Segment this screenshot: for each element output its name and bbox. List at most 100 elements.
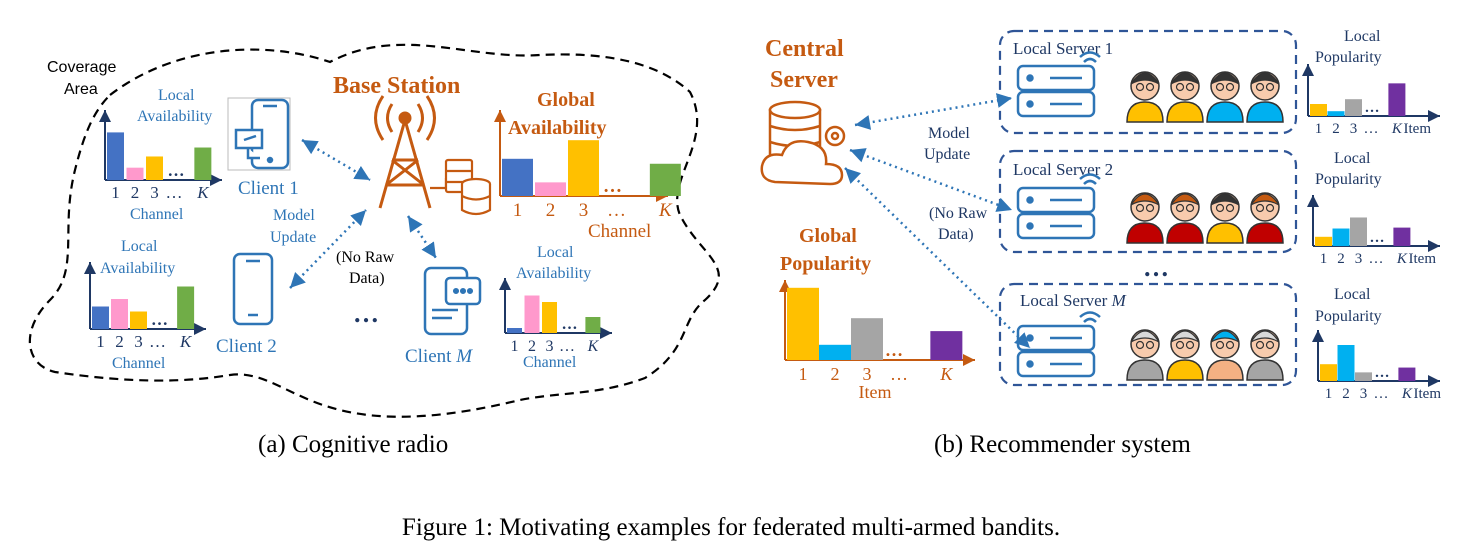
bar-ellipsis: … <box>151 310 168 329</box>
tick-label: K <box>196 183 210 202</box>
person-icon <box>1206 71 1244 123</box>
database-icon <box>430 158 492 216</box>
bar-2 <box>1332 228 1350 246</box>
tick-label: 3 <box>1350 121 1358 137</box>
chart8-title-1: Global <box>799 225 857 247</box>
client-2-label: Client 2 <box>216 336 277 357</box>
chart8-title-2: Popularity <box>780 253 871 275</box>
client-2-phone-icon <box>232 252 274 326</box>
chart5-title-1: Local <box>1344 28 1381 45</box>
server-2-icon <box>1016 173 1101 240</box>
person-icon <box>1246 329 1284 381</box>
no-raw-data-b-1: (No Raw <box>929 205 988 222</box>
person-icon <box>1126 71 1164 123</box>
bar-2 <box>126 167 144 180</box>
tick-label: … <box>149 332 166 351</box>
user-group-1 <box>1126 71 1284 123</box>
bar-K <box>1393 227 1411 246</box>
bar-1 <box>1310 104 1327 116</box>
tick-label: 2 <box>528 338 536 355</box>
chart5-title-2: Popularity <box>1315 49 1382 66</box>
person-icon <box>1166 329 1204 381</box>
tick-label: 1 <box>513 200 523 221</box>
no-raw-data-label-2: Data) <box>349 270 385 287</box>
coverage-area-label-2: Area <box>64 81 98 98</box>
caption-b: (b) Recommender system <box>934 431 1191 458</box>
tick-label: 2 <box>115 332 124 351</box>
chart4-title-2: Availability <box>508 117 607 139</box>
tick-label: 1 <box>1325 386 1333 402</box>
server-m-icon <box>1016 311 1101 378</box>
chart6-title-2: Popularity <box>1315 171 1382 188</box>
model-update-label-1: Model <box>273 207 315 224</box>
panel-a: Coverage Area Base Station Client 1 <box>28 43 720 458</box>
chart3-xlabel: Channel <box>523 354 577 371</box>
no-raw-data-b-2: Data) <box>938 226 974 243</box>
client-m-label: Client M <box>405 346 473 367</box>
servers-ellipsis: … <box>1143 253 1169 282</box>
person-icon <box>1246 192 1284 244</box>
chart3-title-1: Local <box>537 244 574 261</box>
tick-label: 3 <box>579 200 589 221</box>
person-icon <box>1206 329 1244 381</box>
tick-label: 3 <box>1355 251 1363 267</box>
central-server-label-2: Server <box>770 67 838 93</box>
bar-2 <box>819 344 851 360</box>
client-1-phone-icon <box>227 97 291 171</box>
person-icon <box>1126 192 1164 244</box>
bar-2 <box>524 295 540 333</box>
model-update-b-2: Update <box>924 146 970 163</box>
tick-label: K <box>1391 121 1403 137</box>
tick-label: K <box>587 338 600 355</box>
bar-K <box>177 286 195 329</box>
cloud-server-icon <box>760 100 846 186</box>
tick-label: 2 <box>831 364 840 384</box>
bar-1 <box>787 287 819 360</box>
chart2-title-1: Local <box>121 238 158 255</box>
tick-label: K <box>658 200 673 221</box>
tick-label: 2 <box>1337 251 1345 267</box>
tick-label: … <box>559 338 575 355</box>
bar-ellipsis: … <box>562 316 578 333</box>
tick-label: 2 <box>546 200 556 221</box>
tick-label: … <box>890 364 908 384</box>
user-avatars <box>1126 71 1284 381</box>
user-group-m <box>1126 329 1284 381</box>
tick-label: 1 <box>111 183 120 202</box>
bar-1 <box>1315 236 1332 246</box>
server-1-icon <box>1016 51 1101 118</box>
chart1-title-1: Local <box>158 87 195 104</box>
coverage-area-label-1: Coverage <box>47 59 116 76</box>
tick-label: 1 <box>96 332 105 351</box>
bar-3 <box>130 311 147 329</box>
bar-K <box>930 331 963 360</box>
bar-2 <box>1337 345 1355 381</box>
bar-K <box>194 147 212 180</box>
bar-ellipsis: … <box>1375 365 1390 381</box>
tick-label: … <box>1364 121 1379 137</box>
chart1-xlabel: Channel <box>130 206 184 223</box>
x-axis-item-label: Item <box>859 382 892 402</box>
chart1-title-2: Availability <box>137 108 212 125</box>
figure-caption: Figure 1: Motivating examples for federa… <box>402 514 1060 541</box>
bar-ellipsis: … <box>168 161 185 180</box>
model-update-b-1: Model <box>928 125 970 142</box>
bar-3 <box>1350 217 1367 246</box>
base-station-label: Base Station <box>333 73 460 99</box>
link-central-serverm <box>844 167 1031 349</box>
tick-label: 2 <box>1342 386 1350 402</box>
local-server-m-label: Local Server M <box>1020 291 1127 310</box>
bar-3 <box>851 318 883 360</box>
link-client2-base <box>289 209 367 289</box>
tick-label: K <box>179 332 193 351</box>
bar-3 <box>542 302 557 333</box>
link-central-server1 <box>854 93 1013 130</box>
bar-3 <box>1355 372 1372 381</box>
tick-label: 1 <box>799 364 808 384</box>
person-icon <box>1166 192 1204 244</box>
client-m-phone-icon <box>423 266 482 336</box>
bar-ellipsis: … <box>603 176 622 197</box>
